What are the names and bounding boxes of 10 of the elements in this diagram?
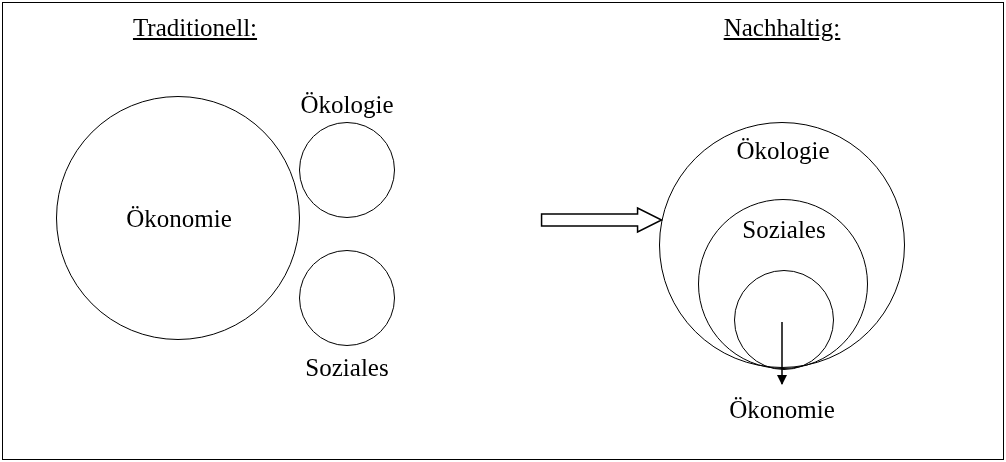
heading: Traditionell: [132, 14, 258, 42]
circle-label: Soziales [742, 216, 826, 244]
circle-label: Ökologie [300, 91, 394, 119]
circle-label: Ökologie [736, 137, 830, 165]
arrow [776, 321, 788, 386]
label-text: Ökonomie [729, 396, 835, 424]
block-arrow [540, 206, 664, 234]
heading: Nachhaltig: [723, 14, 841, 42]
circle-label: Soziales [305, 354, 389, 382]
circle-label: Ökonomie [126, 205, 232, 233]
